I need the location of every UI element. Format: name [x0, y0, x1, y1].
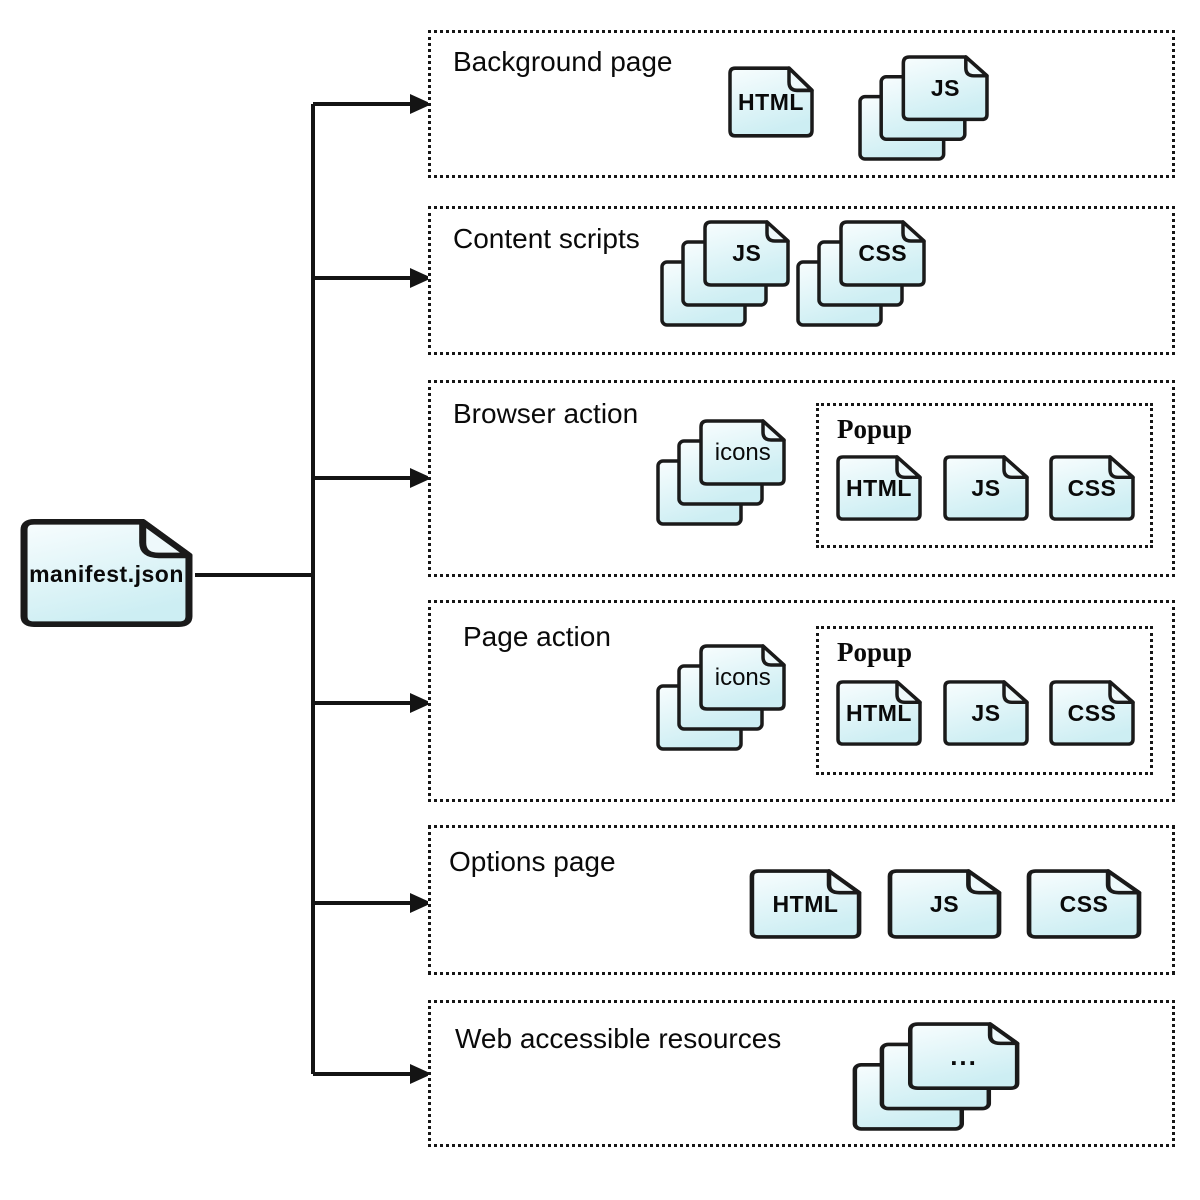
popup-subsection: Popup HTML JS CSS — [816, 626, 1153, 775]
popup-title: Popup — [837, 637, 913, 667]
manifest-json-label: manifest.json — [29, 560, 184, 587]
section-browser-action: Browser action icons Popup HTML JS CSS — [428, 380, 1175, 577]
file-label: HTML — [846, 475, 912, 502]
section-page-action: Page action icons Popup HTML JS CSS — [428, 600, 1175, 802]
section-background-page: Background page HTML JS — [428, 30, 1175, 178]
file-label: JS — [732, 240, 762, 267]
section-title: Browser action — [453, 398, 639, 429]
section-title: Options page — [449, 846, 616, 877]
html-file-icon: HTML — [727, 65, 815, 139]
file-label: JS — [971, 475, 1001, 502]
js-file-icon: JS — [886, 868, 1003, 940]
file-label: CSS — [1067, 700, 1117, 727]
js-files-stack-icon: JS — [659, 219, 791, 329]
file-label: JS — [971, 700, 1001, 727]
html-file-icon: HTML — [748, 868, 863, 940]
popup-subsection: Popup HTML JS CSS — [816, 403, 1153, 548]
file-label: HTML — [738, 89, 804, 116]
html-file-icon: HTML — [835, 454, 923, 522]
file-label: HTML — [772, 891, 839, 918]
icons-files-stack-icon: icons — [655, 643, 787, 753]
file-label: CSS — [1059, 891, 1109, 918]
file-label: HTML — [846, 700, 912, 727]
file-label: JS — [930, 74, 960, 101]
section-title: Page action — [463, 621, 611, 652]
js-file-icon: JS — [942, 679, 1030, 747]
js-files-stack-icon: JS — [857, 54, 990, 163]
css-files-stack-icon: CSS — [795, 219, 927, 329]
js-file-icon: JS — [942, 454, 1030, 522]
file-label: icons — [714, 663, 771, 691]
css-file-icon: CSS — [1048, 454, 1136, 522]
section-content-scripts: Content scripts JS CSS — [428, 206, 1175, 355]
file-label: JS — [929, 891, 960, 918]
section-web-accessible-resources: Web accessible resources ... — [428, 1000, 1175, 1147]
manifest-json-node: manifest.json — [18, 517, 195, 629]
section-title: Content scripts — [453, 223, 640, 254]
section-title: Background page — [453, 46, 673, 77]
file-label: CSS — [858, 240, 908, 267]
html-file-icon: HTML — [835, 679, 923, 747]
css-file-icon: CSS — [1048, 679, 1136, 747]
section-title: Web accessible resources — [455, 1023, 782, 1054]
more-files-stack-icon: ... — [851, 1021, 1021, 1133]
popup-title: Popup — [837, 414, 913, 444]
icons-files-stack-icon: icons — [655, 418, 787, 528]
section-options-page: Options page HTML JS CSS — [428, 825, 1175, 975]
file-label: icons — [714, 438, 771, 466]
css-file-icon: CSS — [1025, 868, 1143, 940]
file-label: ... — [950, 1040, 978, 1071]
file-label: CSS — [1067, 475, 1117, 502]
